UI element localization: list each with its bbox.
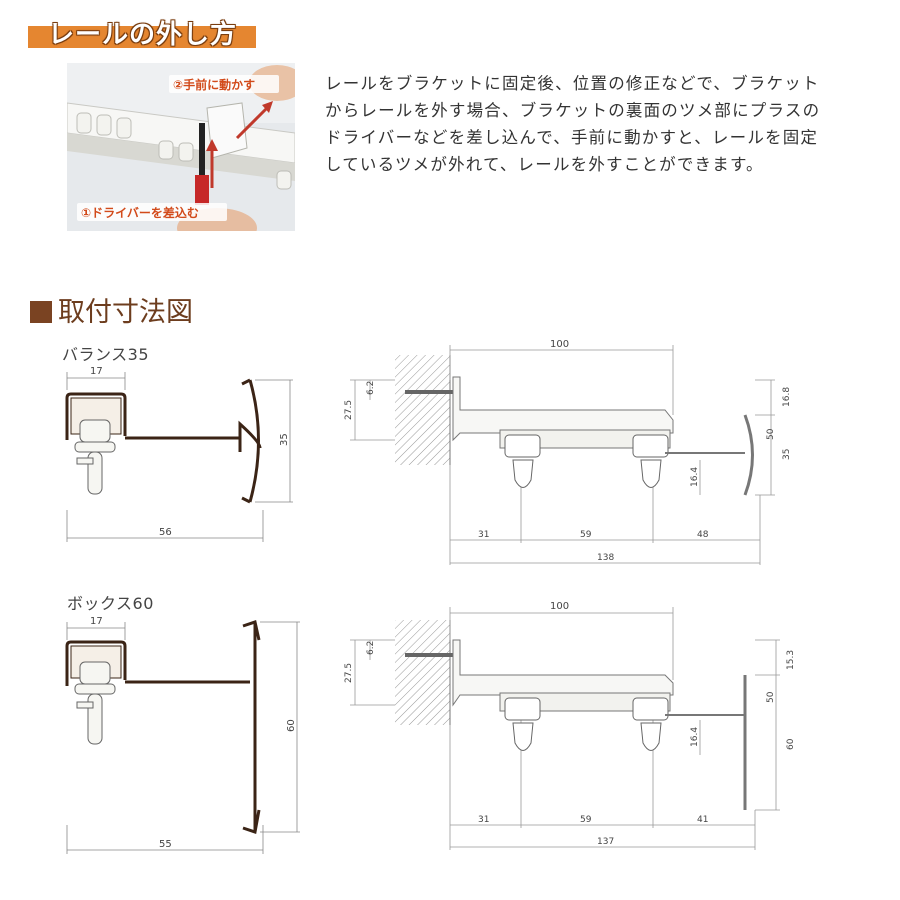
description-line: レールをブラケットに固定後、位置の修正などで、ブラケット xyxy=(325,74,820,93)
box-side-dim-6-2: 6.2 xyxy=(366,641,376,655)
box-side-dim-59: 59 xyxy=(580,815,592,825)
photo-label-step2: ②手前に動かす xyxy=(173,77,255,92)
section-heading: 取付寸法図 xyxy=(30,290,193,329)
photo-label-step1: ①ドライバーを差込む xyxy=(81,205,199,220)
page-title: レールの外し方 xyxy=(48,20,238,50)
box-label: ボックス60 xyxy=(67,594,154,613)
box-side-dim-41: 41 xyxy=(697,815,708,825)
balance-dim-height: 35 xyxy=(279,433,290,446)
balance-side-dim-50: 50 xyxy=(766,428,776,440)
box-dim-top: 17 xyxy=(90,616,103,627)
balance-side-dim-27-5: 27.5 xyxy=(344,400,354,420)
removal-description: レールをブラケットに固定後、位置の修正などで、ブラケット からレールを外す場合、… xyxy=(325,70,855,178)
description-line: からレールを外す場合、ブラケットの裏面のツメ部にプラスの xyxy=(325,101,821,120)
box-side-dim-16-4: 16.4 xyxy=(690,727,700,747)
section-square-icon xyxy=(30,301,52,323)
balance-side-dim-6-2: 6.2 xyxy=(366,381,376,395)
balance-profile-drawing: 17 35 56 xyxy=(65,366,293,542)
balance-side-dim-100: 100 xyxy=(550,339,569,350)
box-profile-drawing: 17 60 55 xyxy=(65,616,300,854)
balance-side-dim-31: 31 xyxy=(478,530,489,540)
section-title: 取付寸法図 xyxy=(58,297,193,328)
balance-side-dim-48: 48 xyxy=(697,530,709,540)
balance-dim-width: 56 xyxy=(159,527,172,538)
box-side-dim-60: 60 xyxy=(786,738,796,750)
box-side-dim-100: 100 xyxy=(550,601,569,612)
balance-side-dim-16-4: 16.4 xyxy=(690,467,700,487)
description-line: しているツメが外れて、レールを外すことができます。 xyxy=(325,155,764,174)
balance-dim-top: 17 xyxy=(90,366,103,377)
balance-label: バランス35 xyxy=(62,345,150,364)
balance-side-drawing: 100 6.2 27.5 16.8 50 35 16.4 31 59 48 13… xyxy=(344,339,792,565)
box-side-dim-31: 31 xyxy=(478,815,489,825)
removal-photo: ②手前に動かす ①ドライバーを差込む xyxy=(67,63,295,231)
balance-side-dim-16-8: 16.8 xyxy=(782,387,792,407)
description-line: ドライバーなどを差し込んで、手前に動かすと、レールを固定 xyxy=(325,128,819,147)
box-side-dim-50: 50 xyxy=(766,691,776,703)
box-dim-width: 55 xyxy=(159,839,172,850)
balance-side-dim-138: 138 xyxy=(597,553,614,563)
removal-photo-illustration: ②手前に動かす ①ドライバーを差込む xyxy=(67,63,295,231)
balance-side-dim-35: 35 xyxy=(782,449,792,460)
box-side-dim-137: 137 xyxy=(597,837,614,847)
box-side-dim-15-3: 15.3 xyxy=(786,650,796,670)
balance-side-dim-59: 59 xyxy=(580,530,592,540)
box-dim-height: 60 xyxy=(286,719,297,732)
box-side-drawing: 100 6.2 27.5 15.3 50 60 16.4 31 59 41 13… xyxy=(344,601,796,850)
box-side-dim-27-5: 27.5 xyxy=(344,663,354,683)
title-bar xyxy=(28,18,256,48)
